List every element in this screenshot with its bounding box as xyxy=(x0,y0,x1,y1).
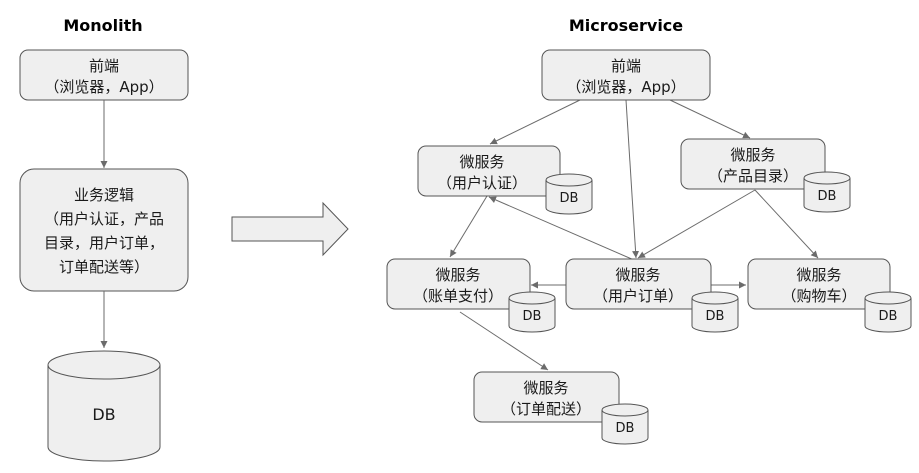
transition-arrow xyxy=(231,201,349,257)
service-delivery-subtitle: （订单配送） xyxy=(501,400,591,418)
service-payment-db-label: DB xyxy=(523,309,542,324)
service-payment-box: 微服务 （账单支付） xyxy=(386,258,531,310)
service-delivery-db: DB xyxy=(601,403,649,445)
service-cart-box: 微服务 （购物车） xyxy=(747,258,891,310)
edge-catalog-order xyxy=(637,189,756,259)
monolith-logic-line-1: 业务逻辑 xyxy=(74,186,134,204)
monolith-frontend-title: 前端 xyxy=(89,57,119,75)
service-catalog-subtitle: （产品目录） xyxy=(708,167,798,185)
monolith-logic-box: 业务逻辑 （用户认证，产品 目录，用户订单， 订单配送等） xyxy=(19,168,189,292)
service-order-db: DB xyxy=(691,291,739,333)
service-cart-subtitle: （购物车） xyxy=(781,287,856,305)
service-order-box: 微服务 （用户订单） xyxy=(565,258,712,310)
service-order-subtitle: （用户订单） xyxy=(593,287,683,305)
service-catalog-box: 微服务 （产品目录） xyxy=(680,138,826,190)
service-payment-db: DB xyxy=(508,291,556,333)
microservice-heading: Microservice xyxy=(569,16,683,35)
microservice-frontend-box: 前端 （浏览器，App） xyxy=(541,49,711,101)
service-delivery-box: 微服务 （订单配送） xyxy=(473,371,620,423)
service-delivery-db-label: DB xyxy=(616,421,635,436)
edge-frontend-order xyxy=(625,99,640,259)
service-catalog-title: 微服务 xyxy=(730,146,775,164)
monolith-logic-line-2: （用户认证，产品 xyxy=(44,210,164,228)
service-order-title: 微服务 xyxy=(615,266,660,284)
service-auth-db: DB xyxy=(545,173,593,215)
microservice-frontend-subtitle: （浏览器，App） xyxy=(566,78,685,96)
service-payment-subtitle: （账单支付） xyxy=(413,287,503,305)
monolith-frontend-subtitle: （浏览器，App） xyxy=(44,78,163,96)
microservice-edges xyxy=(449,99,819,371)
service-cart-title: 微服务 xyxy=(796,266,841,284)
service-order-db-label: DB xyxy=(706,309,725,324)
monolith-frontend-box: 前端 （浏览器，App） xyxy=(19,49,189,101)
edge-catalog-cart xyxy=(754,189,819,259)
service-auth-title: 微服务 xyxy=(459,153,504,171)
monolith-logic-line-3: 目录，用户订单， xyxy=(44,234,164,252)
service-cart-db-label: DB xyxy=(879,309,898,324)
edge-payment-delivery xyxy=(459,311,549,371)
service-payment-title: 微服务 xyxy=(435,266,480,284)
service-cart-db: DB xyxy=(864,291,912,333)
monolith-database-cylinder: DB xyxy=(47,350,161,462)
monolith-logic-line-4: 订单配送等） xyxy=(59,258,149,276)
monolith-db-label: DB xyxy=(92,405,115,424)
service-auth-subtitle: （用户认证） xyxy=(437,174,527,192)
microservice-frontend-title: 前端 xyxy=(611,57,641,75)
edge-frontend-catalog xyxy=(669,99,751,139)
service-catalog-db-label: DB xyxy=(818,189,837,204)
monolith-heading: Monolith xyxy=(63,16,142,35)
service-auth-db-label: DB xyxy=(560,191,579,206)
service-delivery-title: 微服务 xyxy=(523,379,568,397)
service-auth-box: 微服务 （用户认证） xyxy=(417,145,561,197)
service-catalog-db: DB xyxy=(803,171,851,213)
edge-order-auth xyxy=(488,196,635,261)
edge-frontend-auth xyxy=(489,99,581,145)
edge-auth-payment xyxy=(449,195,488,258)
